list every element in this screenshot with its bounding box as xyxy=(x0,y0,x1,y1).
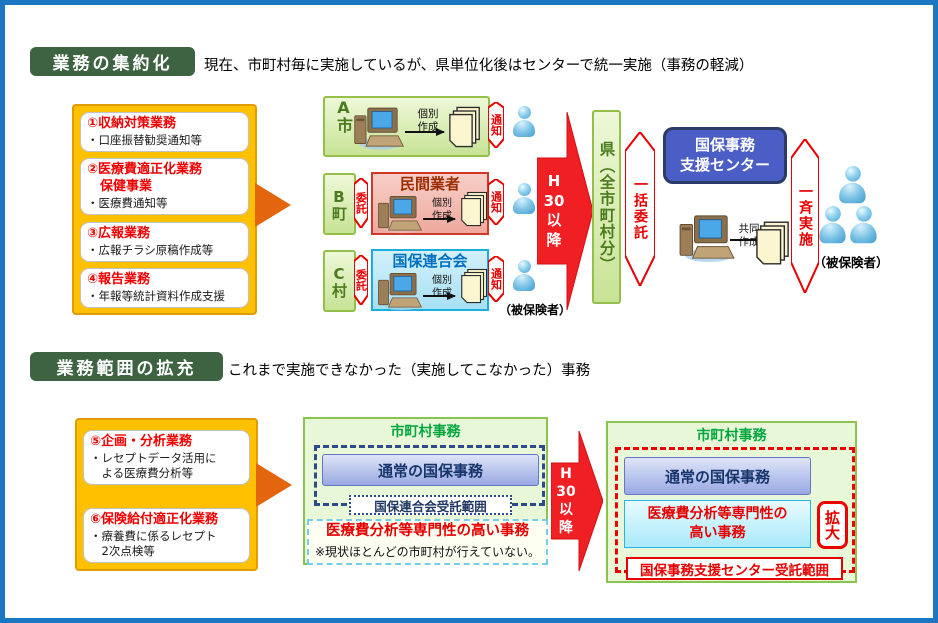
hihokensha-label: （被保険者） xyxy=(498,303,571,317)
task-item-body: ・医療費通知等 xyxy=(87,195,168,210)
person-icon xyxy=(849,206,878,243)
computer-icon xyxy=(378,272,423,311)
person-icon xyxy=(512,106,536,137)
task-item-body: ・レセプトデータ活用に よる医療費分析等 xyxy=(90,450,217,480)
task-item-body: ・広報チラシ原稿作成等 xyxy=(87,242,214,257)
create-arrow-icon xyxy=(423,292,456,300)
ikkatsu-itaku-label: 一括委託 xyxy=(632,177,648,241)
task-item-title: ④報告業務 xyxy=(87,272,151,287)
section2-subtitle: これまで実施できなかった（実施してこなかった）事務 xyxy=(228,363,591,379)
before-panel: 市町村事務 通常の国保事務 国保連合会受託範囲 医療費分析等専門性の高い事務 ※… xyxy=(303,417,548,565)
tsuchi-label: 通知 xyxy=(489,268,503,290)
kokuho-rengokai-box: 国保連合会 個別 作成 xyxy=(371,249,489,311)
itaku-arrow: 委託 xyxy=(354,255,368,305)
b-town-label: B町 xyxy=(330,187,348,221)
section1-task-box: ①収納対策業務 ・口座振替勧奨通知等 ②医療費適正化業務 保健事業 ・医療費通知… xyxy=(72,104,257,315)
person-icon xyxy=(818,206,847,243)
ikkatsu-itaku-arrow: 一括委託 xyxy=(625,132,655,286)
after-panel: 市町村事務 通常の国保事務 医療費分析等専門性の 高い事務 拡大 国保事務支援セ… xyxy=(606,421,857,583)
tsuchi-arrow: 通知 xyxy=(488,256,504,302)
kakudai-badge: 拡大 xyxy=(817,501,848,549)
rengokai-scope-label: 国保連合会受託範囲 xyxy=(349,495,512,515)
normal-kokuho-box: 通常の国保事務 xyxy=(624,457,811,495)
itaku-label: 委託 xyxy=(354,269,368,291)
person-icon xyxy=(512,260,536,291)
right-arrow-icon xyxy=(256,463,292,507)
task-item-title: ①収納対策業務 xyxy=(87,116,177,131)
tsuchi-arrow: 通知 xyxy=(488,102,504,148)
right-arrow-icon xyxy=(255,183,291,227)
task-item-1: ①収納対策業務 ・口座振替勧奨通知等 xyxy=(80,112,249,152)
minkan-gyosha-box: 民間業者 個別 作成 xyxy=(371,172,489,235)
task-item-6: ⑥保険給付適正化業務 ・療養費に係るレセプト 2次点検等 xyxy=(83,508,250,563)
section1-title: 業務の集約化 xyxy=(52,54,173,74)
h30-arrow: H 30 以 降 xyxy=(537,112,593,310)
rengokai-title: 国保連合会 xyxy=(392,252,468,270)
center-scope-label: 国保事務支援センター受託範囲 xyxy=(626,557,843,580)
senmon-jimu-label: 医療費分析等専門性の高い事務 xyxy=(326,523,529,539)
documents-icon xyxy=(461,191,488,227)
computer-icon xyxy=(354,107,404,150)
kobetsu-sakusei-label: 個別 作成 xyxy=(417,108,439,134)
after-panel-title: 市町村事務 xyxy=(696,428,767,444)
person-icon xyxy=(838,166,867,203)
create-arrow-icon xyxy=(423,215,456,223)
minkan-title: 民間業者 xyxy=(399,175,460,193)
task-item-title: ⑤企画・分析業務 xyxy=(90,434,193,449)
task-item-body: ・年報等統計資料作成支援 xyxy=(87,288,225,303)
kokuho-support-center-box: 国保事務 支援センター xyxy=(663,127,787,184)
h30-label: H 30 以 降 xyxy=(556,465,576,537)
computer-icon xyxy=(679,215,735,263)
itaku-arrow: 委託 xyxy=(354,178,368,228)
kobetsu-sakusei-label: 個別 作成 xyxy=(432,198,452,222)
task-item-title: ⑥保険給付適正化業務 xyxy=(90,512,219,527)
kobetsu-sakusei-label: 個別 作成 xyxy=(432,275,452,299)
task-item-title: ③広報業務 xyxy=(87,226,151,241)
prefecture-box: 県（全市町村分） xyxy=(592,110,621,304)
section1-title-badge: 業務の集約化 xyxy=(30,47,195,76)
c-village-label: C村 xyxy=(330,264,348,298)
documents-icon xyxy=(756,221,789,265)
tsuchi-arrow: 通知 xyxy=(488,179,504,225)
prefecture-label: 県（全市町村分） xyxy=(597,141,616,273)
a-city-label: A市 xyxy=(334,98,353,133)
itaku-label: 委託 xyxy=(354,192,368,214)
tsuchi-label: 通知 xyxy=(489,191,503,213)
h30-arrow: H 30 以 降 xyxy=(551,431,603,571)
c-village-box: C村 xyxy=(323,250,356,312)
senmon-jimu-box: 医療費分析等専門性の 高い事務 xyxy=(624,500,811,548)
task-item-4: ④報告業務 ・年報等統計資料作成支援 xyxy=(80,268,249,308)
hihokensha-label: （被保険者） xyxy=(813,255,889,270)
documents-icon xyxy=(461,268,488,304)
create-arrow-icon xyxy=(405,128,445,136)
senmon-jimu-box: 医療費分析等専門性の高い事務 ※現状ほとんどの市町村が行えていない。 xyxy=(307,519,548,565)
section2-task-box: ⑤企画・分析業務 ・レセプトデータ活用に よる医療費分析等 ⑥保険給付適正化業務… xyxy=(75,418,258,571)
section2-title-badge: 業務範囲の拡充 xyxy=(30,352,223,381)
task-item-title: ②医療費適正化業務 保健事業 xyxy=(87,162,203,194)
task-item-body: ・口座振替勧奨通知等 xyxy=(87,132,202,147)
normal-kokuho-box: 通常の国保事務 xyxy=(322,454,539,486)
before-panel-title: 市町村事務 xyxy=(390,424,461,440)
senmon-jimu-note: ※現状ほとんどの市町村が行えていない。 xyxy=(314,544,541,559)
person-icon xyxy=(512,183,536,214)
computer-icon xyxy=(378,195,423,234)
section2-title: 業務範囲の拡充 xyxy=(56,359,197,379)
issei-jisshi-arrow: 一斉実施 xyxy=(791,139,819,293)
task-item-5: ⑤企画・分析業務 ・レセプトデータ活用に よる医療費分析等 xyxy=(83,430,250,485)
task-item-body: ・療養費に係るレセプト 2次点検等 xyxy=(90,528,217,558)
task-item-2: ②医療費適正化業務 保健事業 ・医療費通知等 xyxy=(80,158,249,215)
documents-icon xyxy=(449,106,480,148)
a-city-box: A市 個別 作成 xyxy=(323,96,490,157)
issei-jisshi-label: 一斉実施 xyxy=(797,184,813,248)
b-town-box: B町 xyxy=(323,173,356,235)
section1-subtitle: 現在、市町村毎に実施しているが、県単位化後はセンターで統一実施（事務の軽減） xyxy=(204,58,754,74)
tsuchi-label: 通知 xyxy=(489,114,503,136)
h30-label: H 30 以 降 xyxy=(543,172,565,249)
task-item-3: ③広報業務 ・広報チラシ原稿作成等 xyxy=(80,222,249,262)
